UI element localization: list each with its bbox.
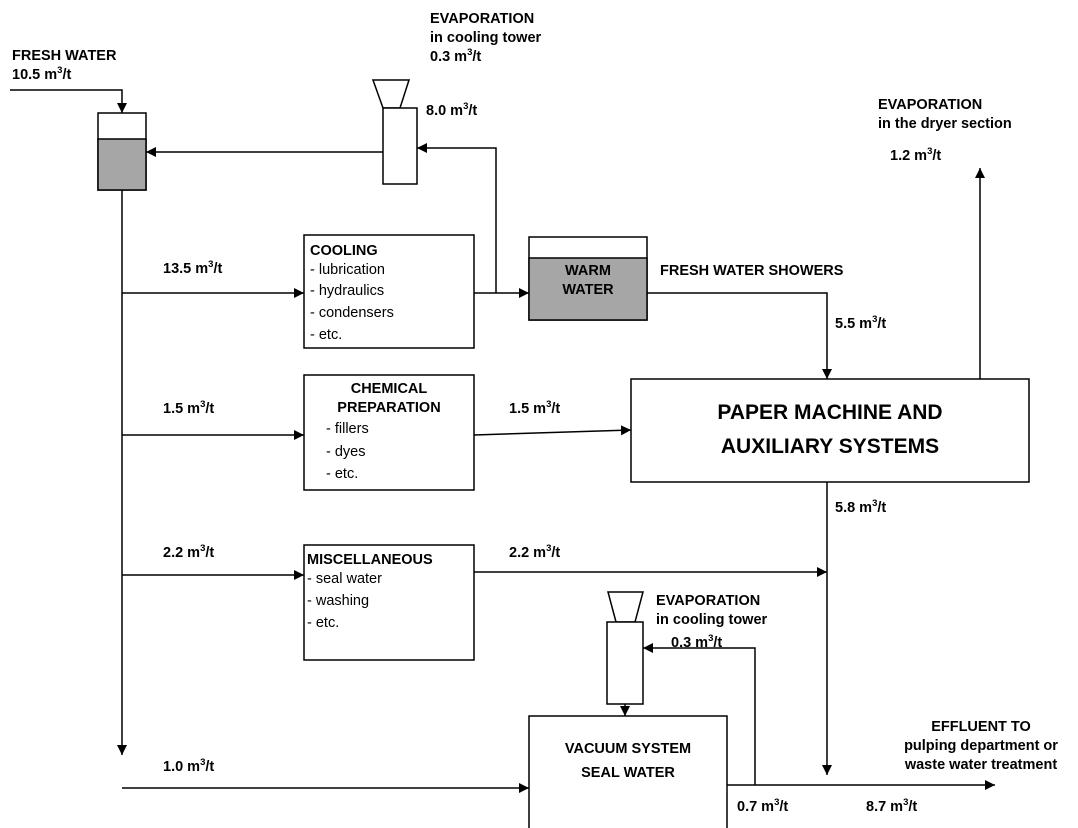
misc-title: MISCELLANEOUS — [307, 552, 433, 568]
evaporation-top-subtitle: in cooling tower — [430, 30, 542, 46]
cooling-title: COOLING — [310, 243, 378, 259]
chemical-outflow: 1.5 m3/t — [509, 399, 561, 417]
chemical-to-paper-machine-arrow — [473, 425, 632, 436]
cooling-tower-top — [371, 79, 418, 185]
vacuum-system-box — [528, 715, 728, 828]
effluent-title: EFFLUENT TO — [931, 719, 1031, 735]
vacuum-recirculation-arrow — [643, 643, 756, 785]
warm-water-label-line1: WARM — [565, 263, 611, 279]
effluent-flow: 8.7 m3/t — [866, 797, 918, 815]
evaporation-top-flow: 0.3 m3/t — [430, 47, 482, 65]
cooling-tower-bottom — [606, 591, 644, 705]
chemical-inflow: 1.5 m3/t — [163, 399, 215, 417]
paper-machine-outflow: 5.8 m3/t — [835, 498, 887, 516]
cooling-to-tower-arrow — [417, 143, 497, 293]
evaporation-top-title: EVAPORATION — [430, 11, 535, 27]
misc-item: - etc. — [307, 615, 340, 631]
paper-machine-box — [630, 378, 1030, 483]
miscellaneous-box — [303, 544, 475, 661]
fresh-water-title: FRESH WATER — [12, 48, 117, 64]
effluent-subtitle-line1: pulping department or — [904, 738, 1058, 754]
cooling-item: - hydraulics — [310, 283, 385, 299]
chemical-item: - fillers — [326, 421, 369, 437]
vacuum-outflow: 0.7 m3/t — [737, 797, 789, 815]
fresh-water-showers-flow: 5.5 m3/t — [835, 314, 887, 332]
evaporation-bottom-subtitle: in cooling tower — [656, 612, 768, 628]
paper-machine-title-line2: AUXILIARY SYSTEMS — [720, 435, 940, 458]
cooling-item: - lubrication — [310, 262, 385, 278]
cooling-item: - etc. — [310, 327, 343, 343]
misc-outflow: 2.2 m3/t — [509, 543, 561, 561]
evaporation-dryer-title: EVAPORATION — [878, 97, 983, 113]
tower-return-flow: 8.0 m3/t — [426, 101, 478, 119]
misc-inflow: 2.2 m3/t — [163, 543, 215, 561]
evaporation-bottom-flow: 0.3 m3/t — [671, 633, 723, 651]
fresh-water-showers-title: FRESH WATER SHOWERS — [660, 263, 844, 279]
vacuum-title-line2: SEAL WATER — [581, 765, 675, 781]
vacuum-inflow: 1.0 m3/t — [163, 757, 215, 775]
misc-item: - seal water — [307, 571, 382, 587]
fresh-water-tank — [97, 112, 147, 191]
chemical-preparation-box — [303, 374, 475, 491]
evaporation-bottom-title: EVAPORATION — [656, 593, 761, 609]
showers-arrow — [647, 292, 832, 379]
chemical-title-line2: PREPARATION — [337, 400, 441, 416]
vacuum-title-line1: VACUUM SYSTEM — [564, 741, 692, 757]
cooling-box — [303, 234, 475, 349]
fresh-water-inlet-arrow — [10, 89, 127, 113]
chemical-title-line1: CHEMICAL — [350, 381, 428, 397]
effluent-subtitle-line2: waste water treatment — [904, 757, 1058, 773]
paper-machine-title-line1: PAPER MACHINE AND — [717, 401, 943, 424]
evaporation-dryer-flow: 1.2 m3/t — [890, 146, 942, 164]
evaporation-dryer-subtitle: in the dryer section — [878, 116, 1012, 132]
chemical-item: - etc. — [326, 466, 359, 482]
chemical-item: - dyes — [326, 444, 366, 460]
warm-water-tank — [528, 236, 648, 321]
warm-water-label-line2: WATER — [562, 282, 614, 298]
cooling-inflow: 13.5 m3/t — [163, 259, 223, 277]
fresh-water-flow: 10.5 m3/t — [12, 65, 72, 83]
cooling-item: - condensers — [310, 305, 394, 321]
misc-item: - washing — [307, 593, 370, 609]
